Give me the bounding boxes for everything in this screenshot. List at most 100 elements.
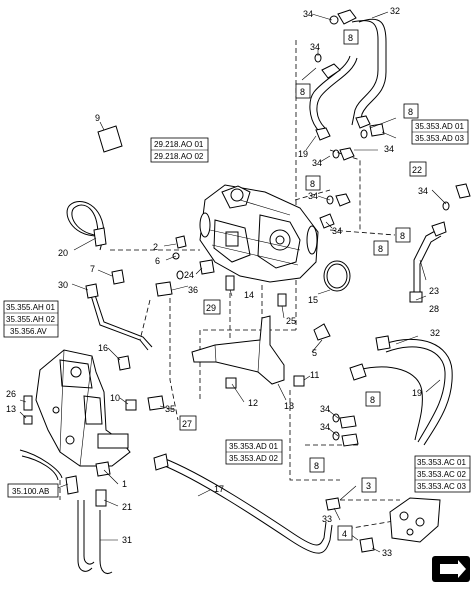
callout-19: 19	[412, 388, 422, 398]
fitting	[455, 183, 471, 199]
fitting	[97, 125, 123, 153]
callout-10: 10	[110, 393, 120, 403]
callout-21: 21	[122, 502, 132, 512]
callout-26: 26	[6, 389, 16, 399]
callout-8: 8	[348, 33, 353, 43]
next-page-arrow-icon[interactable]	[432, 556, 470, 582]
fitting	[349, 363, 367, 381]
callout-34: 34	[384, 144, 394, 154]
fitting	[95, 489, 107, 507]
callout-35: 35	[165, 404, 175, 414]
fitting	[293, 375, 305, 387]
ref-35353-ad03: 35.353.AD 03	[415, 134, 464, 143]
callout-13: 13	[6, 404, 16, 414]
fitting	[225, 377, 237, 389]
mounting-bracket	[191, 315, 285, 385]
callout-6: 6	[155, 256, 160, 266]
callout-8: 8	[310, 179, 315, 189]
callout-36: 36	[188, 285, 198, 295]
callout-5: 5	[312, 348, 317, 358]
callout-24: 24	[184, 270, 194, 280]
fitting	[355, 115, 371, 129]
ref-35353-ad01-top: 35.353.AD 01	[415, 122, 464, 131]
fitting	[277, 293, 287, 307]
ref-box-35355	[3, 300, 59, 338]
callout-9: 9	[95, 113, 100, 123]
callout-19: 19	[298, 149, 308, 159]
callout-33: 33	[382, 548, 392, 558]
callout-32: 32	[390, 6, 400, 16]
fitting	[315, 127, 331, 141]
callout-34: 34	[320, 422, 330, 432]
fittings	[23, 9, 471, 553]
callout-27: 27	[182, 419, 192, 429]
ref-35353-ac03: 35.353.AC 03	[417, 482, 466, 491]
fitting	[335, 193, 351, 207]
ref-35353-ad02: 35.353.AD 02	[229, 454, 278, 463]
ref-35353-ac01: 35.353.AC 01	[417, 458, 466, 467]
hydraulic-pump	[199, 184, 319, 283]
callout-23: 23	[429, 286, 439, 296]
fitting	[339, 147, 355, 161]
callout-8: 8	[378, 244, 383, 254]
callout-34: 34	[308, 191, 318, 201]
callout-22: 22	[412, 165, 422, 175]
callout-2: 2	[153, 242, 158, 252]
callout-8: 8	[408, 107, 413, 117]
fitting	[409, 291, 423, 303]
fitting	[175, 235, 187, 249]
fitting	[199, 259, 215, 275]
callout-11: 11	[310, 370, 319, 380]
callout-16: 16	[98, 343, 108, 353]
fitting	[93, 227, 107, 247]
callout-31: 31	[122, 535, 132, 545]
callout-8: 8	[300, 87, 305, 97]
callout-18: 18	[284, 401, 294, 411]
callout-3: 3	[366, 481, 371, 491]
callout-12: 12	[248, 398, 258, 408]
callout-20: 20	[58, 248, 68, 258]
fitting	[359, 537, 375, 553]
fitting	[369, 123, 385, 137]
fitting	[117, 355, 131, 371]
callout-30: 30	[58, 280, 68, 290]
fitting	[337, 9, 357, 25]
callout-32: 32	[430, 328, 440, 338]
fitting	[341, 433, 359, 447]
callout-8: 8	[370, 395, 375, 405]
callout-34: 34	[310, 42, 320, 52]
ref-29218-ao02: 29.218.AO 02	[154, 152, 204, 161]
ref-35353-ac02: 35.353.AC 02	[417, 470, 466, 479]
callout-28: 28	[429, 304, 439, 314]
fitting	[225, 275, 235, 291]
fitting	[153, 453, 169, 471]
ref-35356-av: 35.356.AV	[10, 327, 47, 336]
ref-box-35353ac	[414, 455, 471, 493]
callout-1: 1	[122, 479, 127, 489]
fitting	[321, 63, 341, 79]
control-valve-block	[35, 349, 131, 467]
fitting	[155, 281, 173, 297]
o-ring	[323, 260, 351, 292]
ref-29218-ao01: 29.218.AO 01	[154, 140, 204, 149]
fitting	[147, 395, 165, 411]
hoses	[19, 18, 453, 574]
ref-35355-ah01: 35.355.AH 01	[6, 303, 55, 312]
callout-8: 8	[400, 231, 405, 241]
small-o-rings	[172, 15, 450, 441]
callout-34: 34	[418, 186, 428, 196]
fitting	[125, 399, 137, 411]
ref-35355-ah02: 35.355.AH 02	[6, 315, 55, 324]
callout-17: 17	[214, 484, 224, 494]
callout-33: 33	[322, 514, 332, 524]
fitting	[23, 395, 33, 411]
fitting	[65, 475, 79, 495]
fitting	[325, 497, 341, 511]
callout-4: 4	[342, 529, 347, 539]
boxed-callouts: 8 8 8 8 22 8 8 29 27 8 8 3 4	[179, 29, 427, 541]
ref-35100-ab: 35.100.AB	[12, 487, 49, 496]
callout-7: 7	[90, 264, 95, 274]
fitting	[319, 213, 335, 229]
